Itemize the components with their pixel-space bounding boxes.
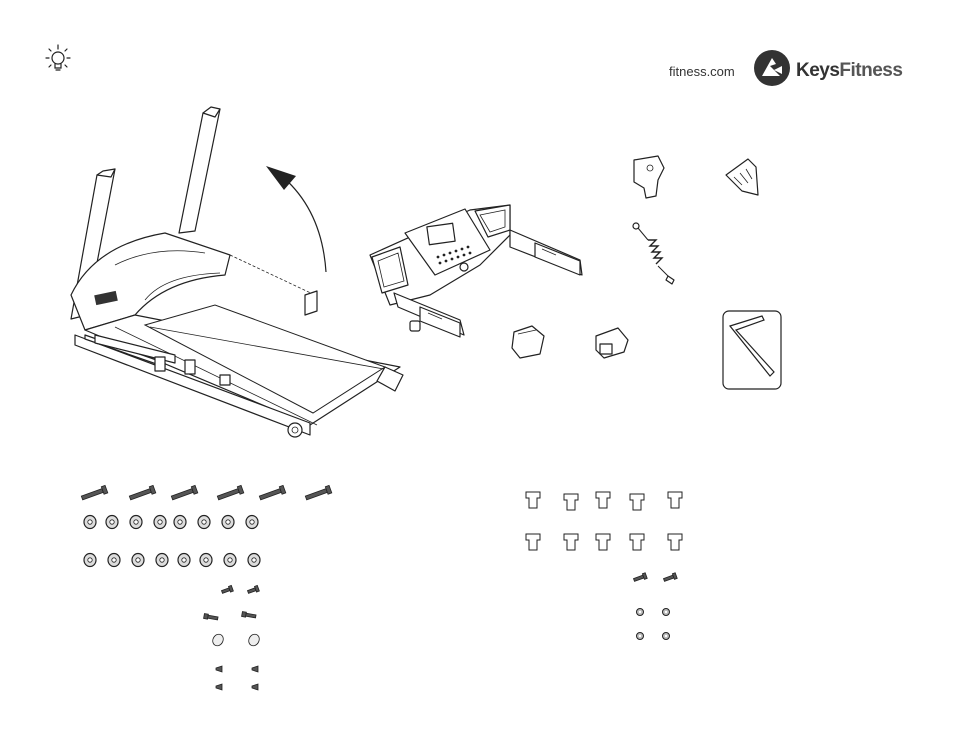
cap-icon xyxy=(590,322,632,362)
bracket-icon xyxy=(628,152,668,202)
screws-and-nuts-group xyxy=(630,566,690,644)
washers-grid xyxy=(80,512,270,574)
small-screws-group xyxy=(200,582,270,698)
end-caps-grid xyxy=(522,488,692,556)
cap-icon xyxy=(508,322,550,362)
long-bolts-row xyxy=(82,484,342,508)
bracket-icon xyxy=(722,155,762,205)
brand-logo: KeysFitness xyxy=(752,46,912,90)
console-illustration xyxy=(360,195,592,355)
keys-fitness-logo-icon xyxy=(752,48,792,88)
brand-name-fitness: Fitness xyxy=(839,60,902,81)
brand-name: KeysFitness xyxy=(796,60,902,82)
website-text: fitness.com xyxy=(669,64,735,79)
spring-icon xyxy=(632,222,680,284)
allen-wrench-icon xyxy=(722,310,782,390)
lightbulb-icon xyxy=(40,42,76,78)
brand-name-keys: Keys xyxy=(796,60,839,81)
lift-arrow-icon xyxy=(262,162,334,277)
